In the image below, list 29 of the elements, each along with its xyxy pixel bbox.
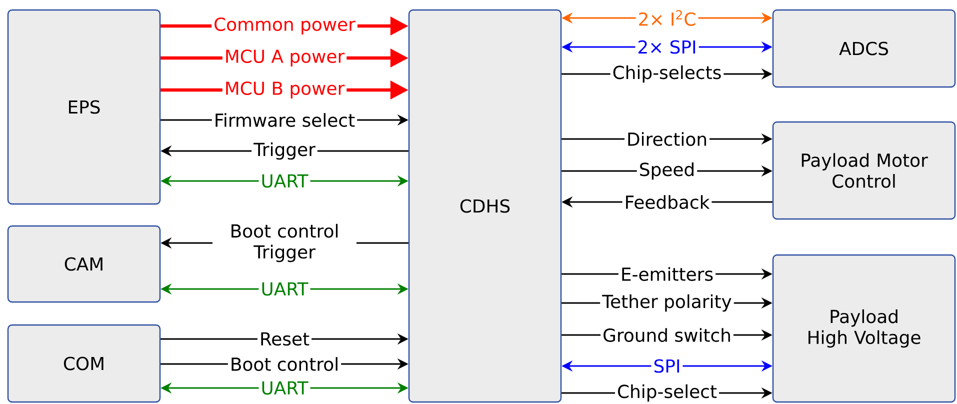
edge-label: Boot control: [228, 355, 342, 373]
edge-label: Direction: [624, 130, 710, 148]
edge-label: Chip-selects: [610, 63, 724, 85]
edge-label: Speed: [636, 160, 698, 182]
block-box: EPS: [7, 9, 161, 205]
edge-label: SPI: [651, 357, 683, 375]
edge-label: Firmware select: [212, 111, 358, 129]
block-box: Payload High Voltage: [772, 254, 956, 403]
edge-label: UART: [258, 379, 310, 397]
edge-label: Trigger: [252, 140, 318, 162]
edge-label: UART: [258, 280, 310, 298]
edge-label: Ground switch: [600, 326, 734, 344]
edge-label: UART: [258, 172, 310, 190]
edge-label: MCU B power: [222, 79, 347, 101]
edge-label: MCU A power: [222, 47, 347, 69]
edge-label: Boot control Trigger: [212, 222, 356, 264]
block-box: CDHS: [408, 9, 562, 403]
edge-label: E-emitters: [618, 265, 716, 283]
edge-label: 2× SPI: [635, 38, 699, 56]
block-box: ADCS: [772, 9, 956, 88]
block-box: CAM: [7, 225, 161, 303]
edge-label: Common power: [212, 15, 358, 37]
edge-label: Reset: [257, 330, 312, 348]
edge-label: 2× I$^{2}$C: [636, 8, 698, 28]
block-box: COM: [7, 324, 161, 403]
block-box: Payload Motor Control: [772, 121, 956, 220]
edge-label: Tether polarity: [600, 292, 734, 314]
edge-label: Feedback: [622, 193, 712, 211]
edge-label: Chip-select: [615, 382, 719, 404]
